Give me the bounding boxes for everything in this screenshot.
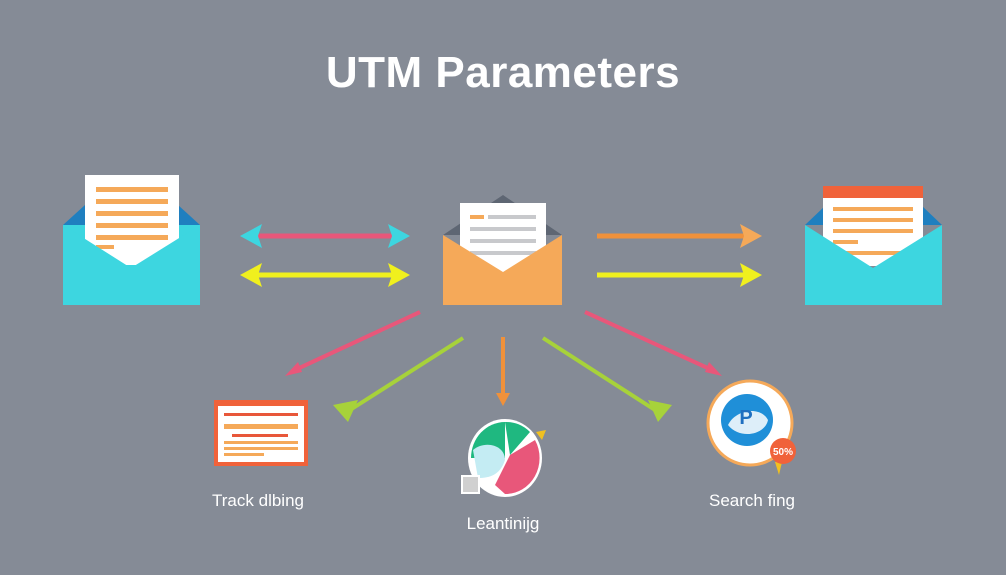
node-label-track: Track dlbing [212,491,304,510]
pie-chart-icon [461,419,546,497]
arrow-green-right [541,336,672,422]
arrow-bidirectional-pink [240,224,410,248]
arrow-green-left [333,336,465,422]
arrow-bidirectional-yellow [240,263,410,287]
node-label-learning: Leantinijg [466,514,540,533]
arrow-to-search [584,310,722,376]
node-label-search: Search fing [709,491,795,510]
arrow-right-orange [597,224,762,248]
badge-glyph: P [739,407,752,429]
report-icon [214,400,308,466]
arrow-down-orange [496,337,510,406]
badge-percent: 50% [773,447,793,458]
search-badge-icon: P 50% [706,379,796,475]
envelope-center-icon [443,195,562,305]
arrow-right-yellow [597,263,762,287]
envelope-right-icon [805,186,942,305]
envelope-left-icon [63,175,200,305]
arrow-to-report [285,310,421,376]
page-title: UTM Parameters [325,48,681,97]
